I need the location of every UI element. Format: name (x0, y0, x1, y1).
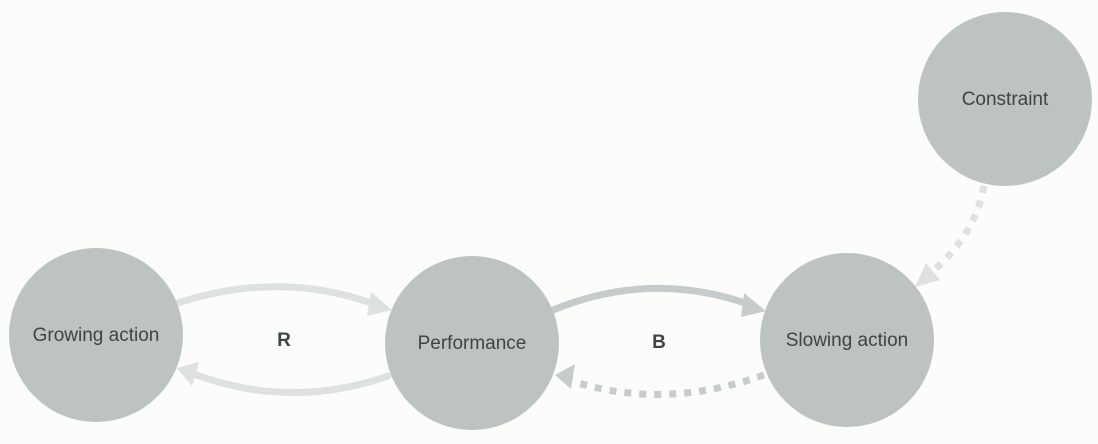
arrowhead-growing-to-performance (367, 292, 392, 316)
arrowhead-performance-to-growing (177, 362, 199, 386)
arrowhead-performance-to-slowing (741, 293, 766, 317)
node-circle (918, 12, 1092, 186)
node-constraint[interactable]: Constraint (918, 12, 1092, 186)
arrowhead-slowing-to-performance (555, 364, 575, 389)
node-label: Constraint (962, 89, 1049, 110)
loop-label-balancing: B (652, 332, 666, 353)
link-constraint-to-slowing (929, 185, 988, 275)
link-growing-to-performance (174, 283, 378, 308)
loop-label-reinforcing: R (277, 330, 291, 351)
link-slowing-to-performance (573, 371, 766, 398)
node-label: Growing action (33, 325, 160, 346)
node-slowing-action[interactable]: Slowing action (760, 253, 934, 427)
arrowhead-constraint-to-slowing (915, 263, 940, 287)
link-performance-to-growing (190, 370, 392, 396)
node-performance[interactable]: Performance (385, 256, 559, 430)
node-circle (760, 253, 934, 427)
node-circle (9, 248, 183, 422)
node-growing-action[interactable]: Growing action (9, 248, 183, 422)
node-circle (385, 256, 559, 430)
links (174, 185, 988, 398)
link-performance-to-slowing (549, 284, 752, 314)
node-label: Slowing action (786, 330, 909, 351)
node-label: Performance (418, 333, 527, 354)
